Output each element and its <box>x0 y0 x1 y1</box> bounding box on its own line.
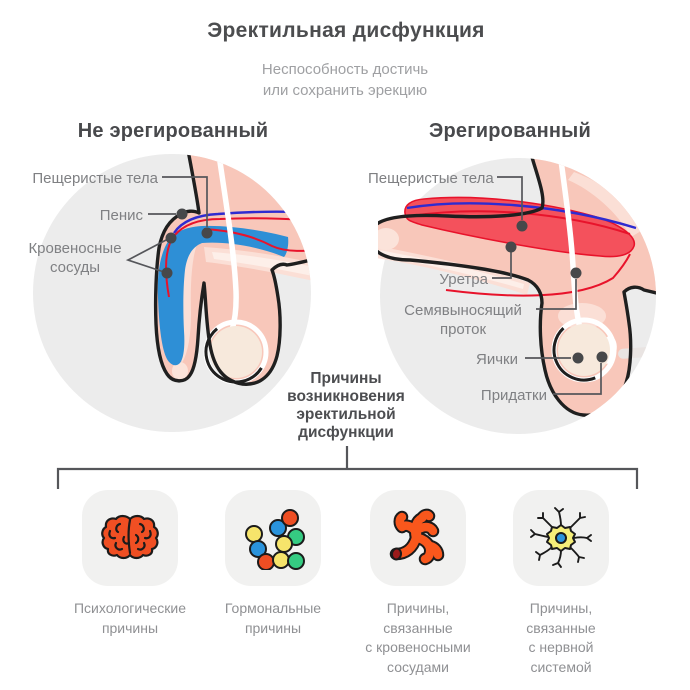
label-penis: Пенис <box>99 207 143 224</box>
cause-caption-psychological: Психологические причины <box>73 600 187 636</box>
flaccid-outline <box>153 154 311 386</box>
hormones-icon <box>245 509 305 570</box>
neuron-icon <box>530 507 592 568</box>
dot-penis <box>176 208 188 220</box>
erect-body-stripe <box>568 172 646 237</box>
dot-testicles <box>572 352 584 364</box>
causes-bracket <box>56 446 639 489</box>
dot-vas <box>570 267 582 279</box>
artery-line-2 <box>445 253 631 297</box>
cause-card-hormonal <box>225 490 321 586</box>
label-testicles: Яички <box>476 351 518 368</box>
testicle <box>210 326 262 378</box>
dot-vessel-1 <box>165 232 177 244</box>
leader-line-urethra <box>492 251 512 279</box>
vein-line <box>406 202 637 230</box>
label-corpora-erect: Пещеристые тела <box>368 170 494 187</box>
causes-heading: Причины возникновения эректильной дисфун… <box>287 370 405 441</box>
flaccid-skin-stripe-light <box>212 252 311 280</box>
erect-outline <box>378 158 656 417</box>
cause-caption-hormonal: Гормональные причины <box>224 600 322 636</box>
label-corpora-flaccid: Пещеристые тела <box>32 170 158 187</box>
label-epididymis: Придатки <box>480 387 547 404</box>
leader-line-epididymis <box>553 363 602 395</box>
page-title: Эректильная дисфункция <box>207 19 485 42</box>
dot-epididymis <box>596 351 608 363</box>
label-vas: Семявыносящий проток <box>404 302 522 338</box>
cause-caption-vascular: Причины, связанные с кровеносными сосуда… <box>365 600 471 675</box>
cause-card-vascular <box>370 490 466 586</box>
neuron-nucleus <box>555 532 567 544</box>
page-subtitle: Неспособность достичь или сохранить эрек… <box>261 61 429 99</box>
leader-line-vas <box>536 279 577 310</box>
cause-card-psychological <box>82 490 178 586</box>
dot-urethra <box>505 241 517 253</box>
flaccid-glans-highlight <box>172 362 188 380</box>
testicle <box>558 324 610 376</box>
cause-card-neural <box>513 490 609 586</box>
vessel-cut-end <box>390 547 403 561</box>
flaccid-anatomy-illustration <box>33 154 311 432</box>
erect-shaft-stripe-light <box>378 248 524 289</box>
artery-line-1 <box>165 217 311 298</box>
erect-glans-highlight <box>378 228 399 250</box>
leader-line-corpora-erect <box>497 176 523 220</box>
erect-anatomy-illustration <box>378 158 656 434</box>
dot-corpora-flaccid <box>201 227 213 239</box>
leader-line-corpora-flaccid <box>162 176 208 227</box>
brain-icon <box>101 514 159 560</box>
blood-vessels-icon <box>389 508 445 566</box>
dot-vessel-2 <box>161 267 173 279</box>
testicle-outline-arc <box>204 320 268 384</box>
erect-heading: Эрегированный <box>429 120 591 142</box>
label-vessels: Кровеносные сосуды <box>28 240 122 276</box>
flaccid-heading: Не эрегированный <box>77 120 269 142</box>
leader-line-vessels <box>125 238 169 273</box>
label-urethra: Уретра <box>439 271 488 288</box>
dot-corpora-erect <box>516 220 528 232</box>
cause-caption-neural: Причины, связанные с нервной системой <box>526 600 596 675</box>
